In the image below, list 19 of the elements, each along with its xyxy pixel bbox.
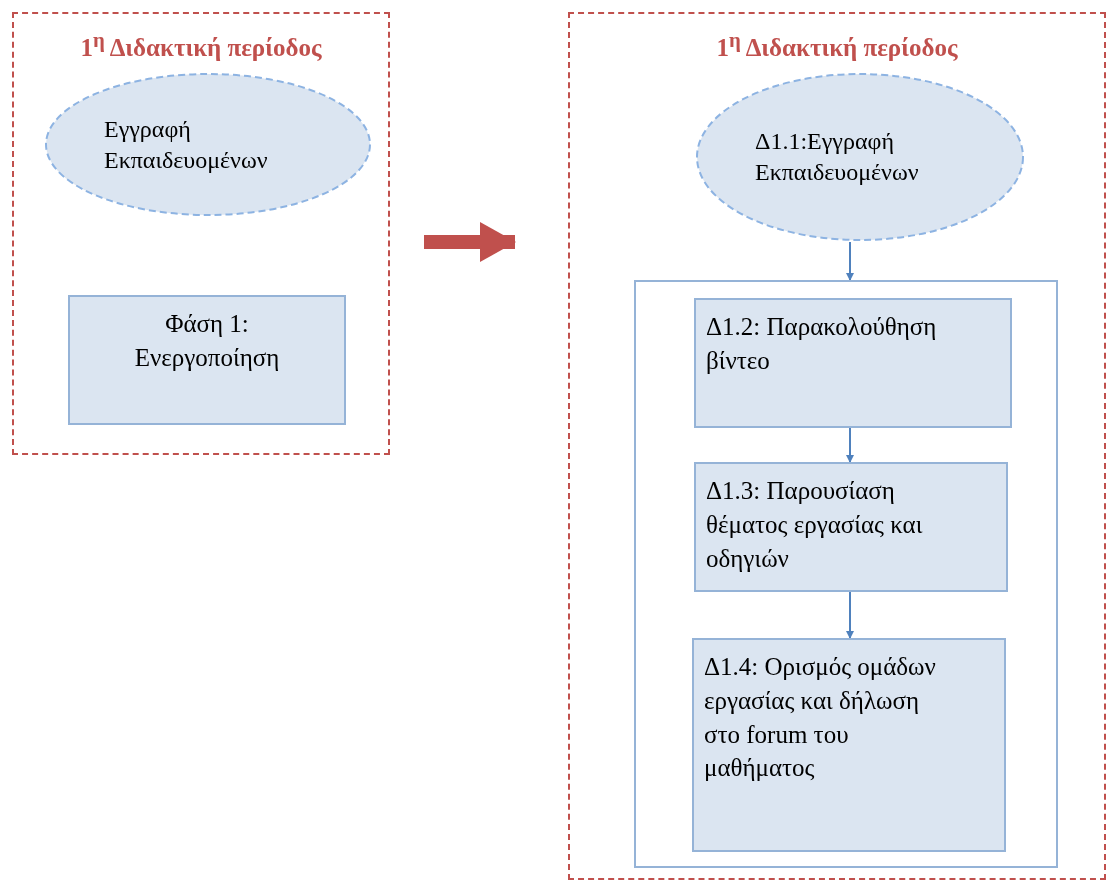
dashed-group-frame xyxy=(568,12,1106,880)
group-title: 1$^{η}$ Διδακτική περίοδος xyxy=(79,28,323,63)
process-box xyxy=(68,295,346,425)
node-text: Δ1.1:Εγγραφή Εκπαιδευομένων xyxy=(755,126,920,187)
process-box xyxy=(692,638,1006,852)
process-box xyxy=(694,298,1012,428)
process-box xyxy=(694,462,1008,592)
arrow xyxy=(846,427,854,463)
node-text: Εγγραφή Εκπαιδευομένων xyxy=(104,114,269,175)
arrow xyxy=(846,591,854,639)
node-text: Δ1.3: Παρουσίαση θέματος εργασίας και οδηγιών xyxy=(705,476,924,574)
group-title: 1$^{η}$ Διδακτική περίοδος xyxy=(715,28,959,63)
container-box xyxy=(634,280,1058,868)
arrow xyxy=(424,222,516,262)
node-text: Φάση 1: Ενεργοποίηση xyxy=(133,309,281,373)
arrow xyxy=(846,241,854,281)
dashed-group-frame xyxy=(12,12,390,455)
node-text: Δ1.2: Παρακολούθηση βίντεο xyxy=(705,312,938,376)
node-text: Δ1.4: Ορισμός ομάδων εργασίας και δήλωση στο forum του μαθήματος xyxy=(703,652,937,784)
